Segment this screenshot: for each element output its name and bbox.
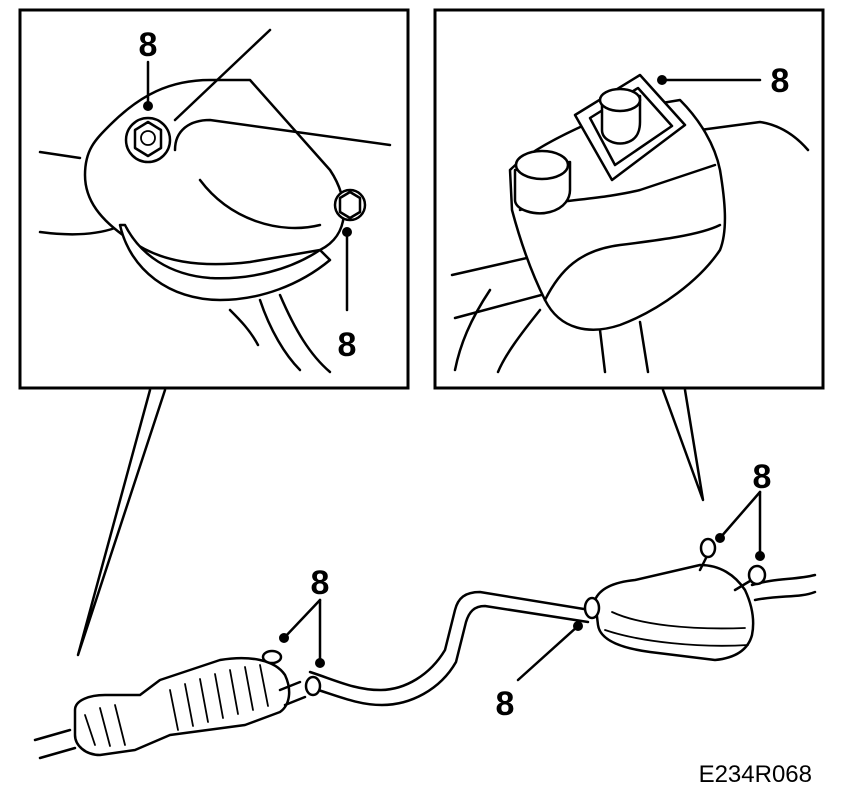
hanger-pin-rear [598,87,642,145]
callout-group-rear: 8 [715,458,771,561]
rubber-ring-front-lower [304,675,322,697]
callout-8-mid-mount: 8 [496,685,515,723]
front-pipe [33,728,77,760]
rear-silencer [593,548,817,662]
detail-inset-left: 8 8 [18,8,410,657]
hanger-pin-front [513,149,572,215]
callout-group-mid: 8 [496,621,583,723]
callout-8-rear-mounts: 8 [753,458,772,496]
flange-bracket-drawing [38,28,392,374]
rubber-ring-front-upper [261,649,283,665]
callout-group-front: 8 [279,564,329,668]
intermediate-pipe [308,590,592,692]
mount-bolt-upper [124,116,172,164]
callout-8-inset-left-bottom: 8 [338,326,357,364]
inset-pointer-right [661,388,705,502]
callout-8-inset-left-top: 8 [139,26,158,64]
rubber-ring-mid [583,596,601,620]
rubber-ring-rear-right [747,564,767,586]
mount-nut-lower [333,188,367,222]
callout-8-inset-right: 8 [771,62,790,100]
exhaust-system-drawing: 8 8 8 [33,458,817,760]
catalytic-converter [73,656,307,757]
figure-id-label: E234R068 [699,761,812,788]
inset-pointer-left [76,388,167,657]
rear-hanger-drawing [450,73,810,374]
detail-inset-right: 8 [433,8,825,502]
rubber-ring-rear-left [699,537,717,559]
callout-8-front-mounts: 8 [311,564,330,602]
